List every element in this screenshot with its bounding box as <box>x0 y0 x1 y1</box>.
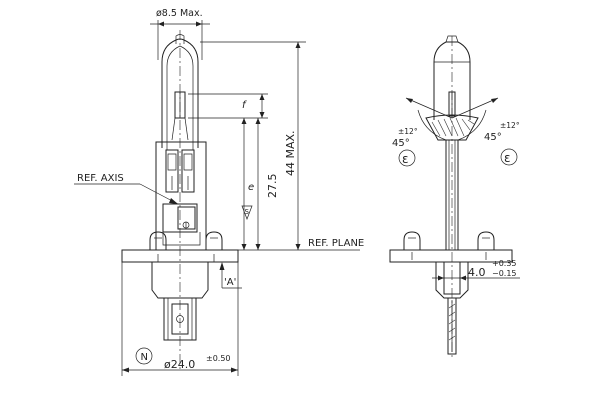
n-marker-label: N <box>141 352 148 363</box>
ref-plane-line: REF. PLANE <box>238 238 364 251</box>
epsilon-left-label: ε <box>402 152 409 166</box>
ref-plane-label: REF. PLANE <box>308 238 364 249</box>
view-a-marker: 'A' <box>219 262 242 289</box>
shield-cap <box>425 114 479 141</box>
side-view: ø8.5 Max. <box>74 8 364 376</box>
lower-skirt <box>151 262 209 341</box>
angle-left-label: 45° <box>392 138 410 149</box>
angle-tolerance-right: ±12° <box>500 121 520 130</box>
front-view: ±12° 45° ±12° 45° ε ε <box>389 35 520 360</box>
ref-axis-callout: REF. AXIS <box>74 173 179 205</box>
angle-tolerance-left: ±12° <box>398 127 418 136</box>
flange-diameter-dimension: ø24.0 ±0.50 <box>121 262 239 376</box>
offset-tolerance-minus: −0.15 <box>492 269 517 278</box>
filament-f-dimension: f <box>188 93 268 119</box>
height-44-max-dimension: 44 MAX. <box>200 41 306 250</box>
epsilon-right-label: ε <box>504 151 511 165</box>
filament-f-label: f <box>242 100 247 111</box>
s-marker-label: S <box>245 208 250 216</box>
bulb-diameter-dimension: ø8.5 Max. <box>150 8 210 60</box>
view-a-label: 'A' <box>224 277 236 288</box>
n-marker: N <box>135 347 153 365</box>
ref-axis-label: REF. AXIS <box>77 173 124 184</box>
front-flange <box>389 231 513 263</box>
offset-tolerance-plus: +0.35 <box>492 259 517 268</box>
e-dimension: e <box>241 118 254 250</box>
flange-diameter-tolerance: ±0.50 <box>206 354 231 363</box>
offset-dimension: 4.0 +0.35 −0.15 <box>432 259 520 282</box>
angle-indicators: ±12° 45° ±12° 45° <box>392 97 520 149</box>
height-44-max-label: 44 MAX. <box>284 130 297 176</box>
offset-value-label: 4.0 <box>468 266 486 279</box>
bulb-diameter-label: ø8.5 Max. <box>156 8 203 19</box>
flange-diameter-label: ø24.0 <box>164 358 195 371</box>
e-dimension-label: e <box>248 182 254 193</box>
height-27-5-dimension: 27.5 <box>255 118 279 250</box>
front-glass-bulb <box>433 35 471 120</box>
height-27-5-label: 27.5 <box>266 174 279 199</box>
angle-right-label: 45° <box>484 132 502 143</box>
s-marker: S <box>241 205 253 220</box>
epsilon-markers: ε ε <box>398 148 518 167</box>
